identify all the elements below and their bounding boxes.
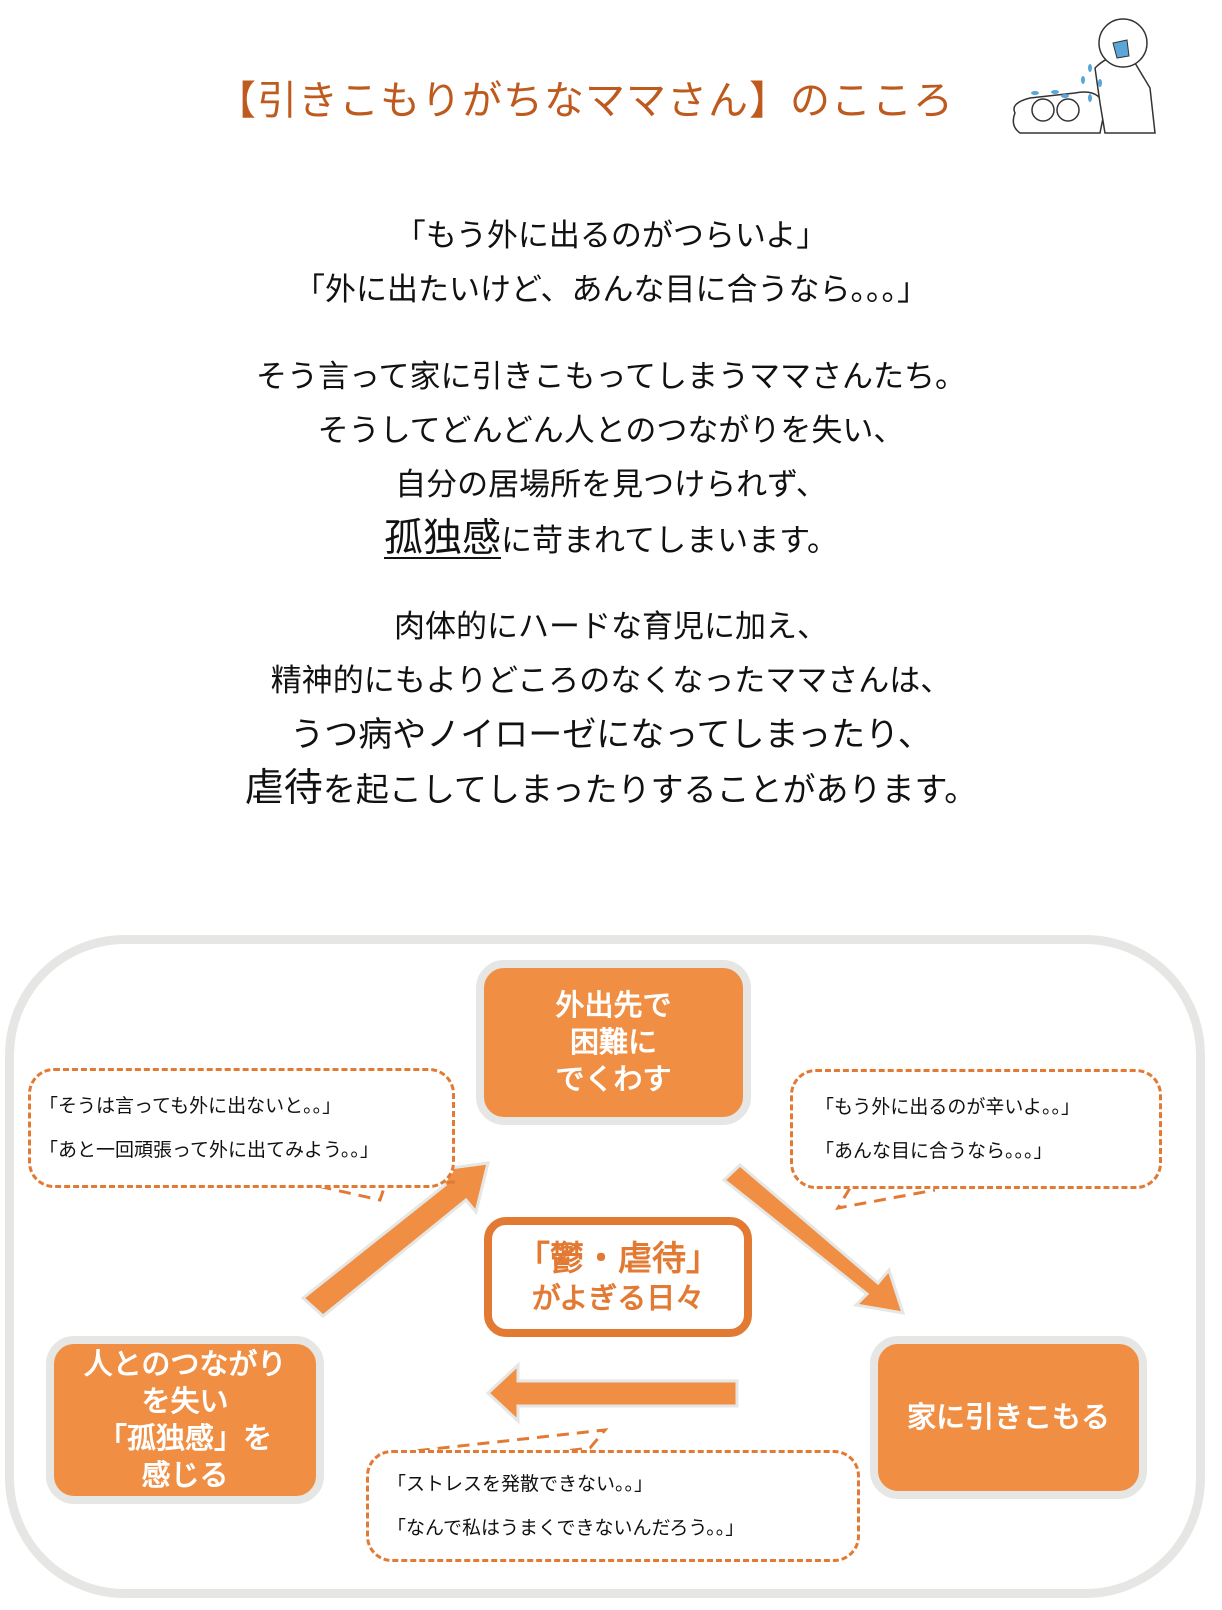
bubble-bottom-tail: [377, 1428, 609, 1465]
paragraph-line: 孤独感に苛まれてしまいます。: [0, 512, 1222, 568]
bubble-text: 「もう外に出るのが辛いよ。。」: [815, 1096, 1081, 1118]
bubble-text: 「あんな目に合うなら。。。」: [815, 1140, 1053, 1162]
center-depression-abuse-box: 「鬱・虐待」 がよぎる日々: [484, 1217, 752, 1337]
arrow-down-right: [721, 1162, 906, 1315]
crying-mother-illustration: [1012, 18, 1156, 134]
node-feel-lonely: 人とのつながり を失い 「孤独感」を 感じる: [46, 1336, 324, 1504]
paragraph-line-rest: に苛まれてしまいます。: [501, 523, 838, 559]
center-title: 「鬱・虐待」: [516, 1239, 720, 1279]
emphasis-loneliness: 孤独感: [384, 516, 502, 561]
node-encounter-difficulty: 外出先で 困難に でくわす: [476, 960, 751, 1125]
node-text: を失い: [141, 1384, 229, 1418]
bubble-text: 「なんで私はうまくできないんだろう。。」: [387, 1517, 745, 1539]
paragraph-line: そう言って家に引きこもってしまうママさんたち。: [256, 359, 966, 395]
bubble-text: 「そうは言っても外に出ないと。。」: [39, 1095, 342, 1117]
paragraph-line: うつ病やノイローゼになってしまったり、: [290, 715, 932, 755]
paragraph-line: 肉体的にハードな育児に加え、: [394, 609, 828, 645]
center-subtitle: がよぎる日々: [531, 1281, 705, 1315]
speech-bubble-right: 「もう外に出るのが辛いよ。。」 「あんな目に合うなら。。。」: [790, 1069, 1162, 1189]
node-text: 外出先で: [555, 988, 672, 1022]
quote-block: 「もう外に出るのがつらいよ」 「外に出たいけど、あんな目に合うなら。。。」: [0, 209, 1222, 317]
bubble-text: 「あと一回頑張って外に出てみよう。。」: [39, 1139, 379, 1161]
arrow-left: [485, 1361, 739, 1425]
page-title: 【引きこもりがちなママさん】のこころ: [216, 78, 954, 124]
speech-bubble-bottom: 「ストレスを発散できない。。」 「なんで私はうまくできないんだろう。。」: [366, 1450, 860, 1562]
node-text: 家に引きこもる: [906, 1400, 1110, 1434]
node-text: 困難に: [569, 1025, 657, 1059]
bubble-left-tail: [299, 1180, 456, 1202]
node-stay-home: 家に引きこもる: [870, 1336, 1147, 1499]
node-text: でくわす: [555, 1062, 672, 1096]
bubble-right-tail: [835, 1187, 936, 1211]
cycle-diagram-frame: [5, 935, 1205, 1598]
paragraph-line: 精神的にもよりどころのなくなったママさんは、: [270, 663, 952, 699]
quote-line: 「もう外に出るのがつらいよ」: [394, 218, 828, 254]
node-text: 「孤独感」を: [97, 1421, 272, 1455]
bubble-text: 「ストレスを発散できない。。」: [387, 1473, 654, 1495]
node-text: 感じる: [141, 1458, 229, 1492]
paragraph-line: 自分の居場所を見つけられず、: [395, 467, 827, 503]
quote-line: 「外に出たいけど、あんな目に合うなら。。。」: [294, 272, 928, 308]
paragraph-line: 虐待を起こしてしまったりすることがあります。: [0, 762, 1222, 818]
emphasis-abuse: 虐待: [244, 766, 323, 811]
speech-bubble-left: 「そうは言っても外に出ないと。。」 「あと一回頑張って外に出てみよう。。」: [28, 1068, 455, 1188]
paragraph-risk: 肉体的にハードな育児に加え、 精神的にもよりどころのなくなったママさんは、 うつ…: [0, 600, 1222, 818]
node-text: 人とのつながり: [83, 1347, 287, 1381]
paragraph-withdrawal: そう言って家に引きこもってしまうママさんたち。 そうしてどんどん人とのつながりを…: [0, 350, 1222, 568]
paragraph-line-rest: を起こしてしまったりすることがあります。: [322, 770, 978, 809]
paragraph-line: そうしてどんどん人とのつながりを失い、: [317, 413, 905, 449]
